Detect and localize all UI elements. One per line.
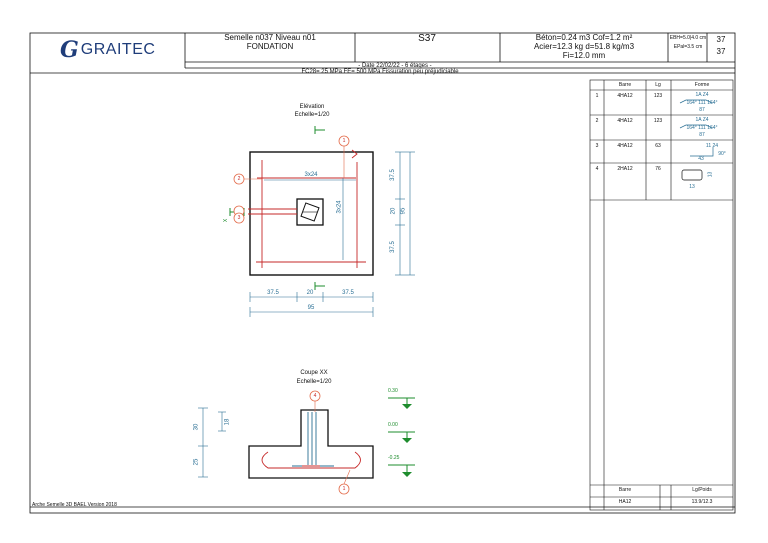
section-cut-label: X bbox=[223, 218, 230, 223]
cover-values: EBH=5.0|4.0 cm bbox=[669, 35, 707, 41]
section-marker-1: 1 bbox=[342, 485, 346, 492]
table-row-1-forme-bot: 87 bbox=[699, 107, 705, 113]
rebar-marker-circles bbox=[233, 135, 350, 224]
table-row-3-lg: 63 bbox=[655, 143, 661, 149]
table-row-4-forme-top: 13 bbox=[707, 171, 714, 178]
graitec-logo: G GRAITEC bbox=[60, 37, 156, 63]
table-row-3-num: 3 bbox=[595, 143, 599, 149]
table-row-1-num: 1 bbox=[595, 93, 599, 99]
page-total: 37 bbox=[716, 47, 726, 56]
summary-barre-value: HA12 bbox=[618, 499, 632, 505]
section-height-dim-1: 30 bbox=[193, 423, 200, 431]
section-view bbox=[198, 390, 415, 495]
date-line: - Date 22/02/22 - 6 étages - bbox=[358, 63, 432, 69]
section-height-dim-2: 25 bbox=[193, 458, 200, 466]
column-outline bbox=[296, 198, 324, 226]
summary-lg-poids-value: 13.9/12.3 bbox=[691, 499, 713, 505]
right-total-dim: 95 bbox=[400, 207, 407, 215]
table-row-1-forme-mid: 164° 111 164° bbox=[686, 100, 718, 106]
table-row-1-barre: 4HA12 bbox=[617, 93, 633, 99]
marker-2-label: 2 bbox=[237, 175, 241, 182]
right-dim-1: 37.5 bbox=[389, 169, 396, 181]
elevation-title: Elévation bbox=[299, 104, 325, 110]
title-block-frame bbox=[29, 32, 736, 514]
concrete-quantity: Béton=0.24 m3 Cof=1.2 m² bbox=[535, 33, 633, 42]
footing-outline bbox=[249, 151, 374, 276]
table-row-3-forme-mid: 90° bbox=[718, 151, 726, 157]
summary-header-barre: Barre bbox=[618, 487, 632, 493]
bar-table-grid bbox=[589, 79, 734, 511]
elevation-rebars bbox=[248, 149, 366, 268]
section-dimensions bbox=[198, 407, 226, 478]
table-header-barre: Barre bbox=[618, 82, 632, 88]
title-line-2: FONDATION bbox=[246, 42, 294, 51]
side-spacing-dim: 3x24 bbox=[336, 200, 343, 214]
software-version: Arche Semelle 3D BAEL Version 2018 bbox=[32, 502, 117, 508]
level-zero: 0.00 bbox=[388, 422, 398, 428]
bottom-dim-2: 20 bbox=[306, 290, 314, 296]
bottom-dim-3: 37.5 bbox=[342, 290, 354, 296]
table-row-2-forme-bot: 87 bbox=[699, 132, 705, 138]
steel-quantity: Acier=12.3 kg d=51.8 kg/m3 bbox=[533, 42, 635, 51]
elevation-view bbox=[229, 126, 415, 317]
table-row-2-num: 2 bbox=[595, 118, 599, 124]
section-footing-bars bbox=[261, 451, 361, 469]
table-header-forme: Forme bbox=[694, 82, 710, 88]
level-bottom: -0.25 bbox=[388, 455, 400, 461]
table-row-3-forme-bot: 43 bbox=[698, 156, 704, 162]
summary-header-lg-poids: Lg/Poids bbox=[692, 487, 712, 493]
element-reference: S37 bbox=[418, 33, 436, 44]
cover-value-2: EPal=3.5 cm bbox=[673, 44, 703, 50]
anchorage-dim: 18 bbox=[224, 418, 231, 426]
table-row-2-forme-mid: 164° 111 164° bbox=[686, 125, 718, 131]
section-scale: Echelle=1/20 bbox=[296, 379, 332, 385]
bottom-total-dim: 95 bbox=[307, 305, 315, 311]
table-header-lg: Lg bbox=[655, 82, 661, 88]
elevation-dimensions bbox=[249, 151, 415, 317]
logo-mark: G bbox=[60, 37, 79, 63]
level-top: 0.30 bbox=[388, 388, 398, 394]
table-row-4-lg: 76 bbox=[655, 166, 661, 172]
table-row-4-barre: 2HA12 bbox=[617, 166, 633, 172]
marker-1-label: 1 bbox=[342, 137, 346, 144]
section-marker-4: 4 bbox=[313, 392, 317, 399]
top-spacing-dim: 3x24 bbox=[304, 172, 318, 178]
logo-text: GRAITEC bbox=[80, 41, 156, 58]
page-number: 37 bbox=[716, 35, 726, 44]
table-row-1-forme-top: 1A Z4 bbox=[695, 92, 709, 98]
section-title: Coupe XX bbox=[300, 370, 328, 376]
bar-shape-sketches bbox=[679, 99, 714, 181]
table-row-3-barre: 4HA12 bbox=[617, 143, 633, 149]
material-line: FC28= 25 MPa FE= 500 MPa Fissuration peu… bbox=[301, 68, 459, 75]
table-row-2-forme-top: 1A Z4 bbox=[695, 117, 709, 123]
table-row-4-forme-bot: 13 bbox=[689, 184, 695, 190]
table-row-4-num: 4 bbox=[595, 166, 599, 172]
marker-3-label: 3 bbox=[237, 214, 241, 221]
level-markers bbox=[388, 397, 415, 472]
section-marks bbox=[229, 126, 325, 290]
bar-diameter: Fi=12.0 mm bbox=[562, 51, 606, 60]
right-dim-3: 37.5 bbox=[389, 241, 396, 253]
table-row-2-lg: 123 bbox=[653, 118, 663, 124]
table-row-2-barre: 4HA12 bbox=[617, 118, 633, 124]
right-dim-2: 20 bbox=[390, 207, 397, 215]
title-line-1: Semelle n037 Niveau n01 bbox=[224, 33, 316, 42]
bottom-dim-1: 37.5 bbox=[267, 290, 279, 296]
table-row-3-forme-top: 11 24 bbox=[705, 143, 719, 149]
section-outline bbox=[248, 409, 374, 479]
table-row-1-lg: 123 bbox=[653, 93, 663, 99]
elevation-scale: Echelle=1/20 bbox=[294, 112, 330, 118]
